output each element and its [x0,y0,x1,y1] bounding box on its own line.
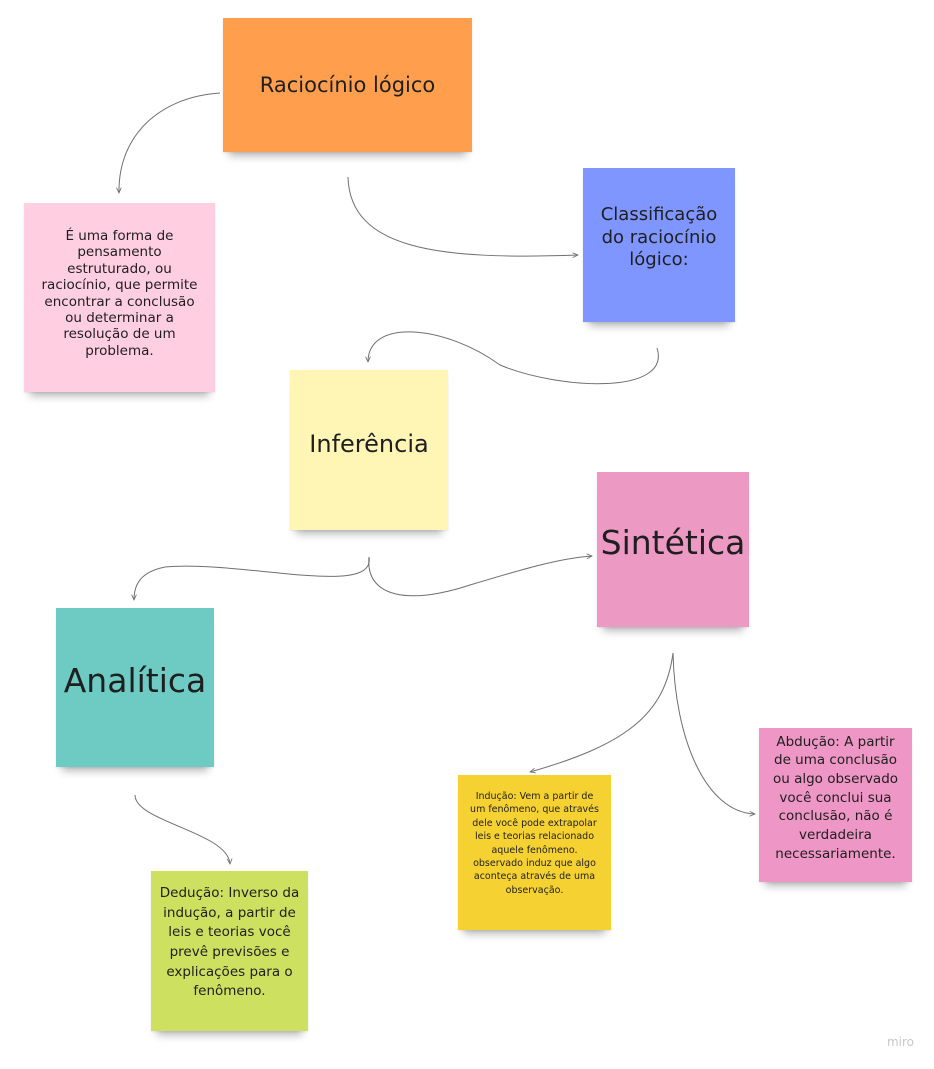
connector-raciocinio-to-classificacao [347,176,578,256]
connector-inferencia-to-sintetica [368,556,592,597]
note-text: Dedução: Inverso da indução, a partir de… [159,885,300,1000]
connector-inferencia-to-analitica [134,556,370,600]
miro-watermark: miro [886,1035,914,1049]
connector-sintetica-to-abducao [672,652,755,814]
connector-analitica-to-deducao [134,794,230,864]
note-text: Classificação do raciocínio lógico: [600,204,718,271]
sticky-note-sintetica[interactable]: Sintética [597,472,749,627]
connector-raciocinio-to-definicao [119,92,221,193]
note-text: Raciocínio lógico [259,73,436,97]
sticky-note-inferencia[interactable]: Inferência [290,370,448,530]
sticky-note-definicao[interactable]: É uma forma de pensamento estruturado, o… [24,203,215,392]
sticky-note-inducao[interactable]: Indução: Vem a partir de um fenômeno, qu… [458,775,611,930]
note-text: Indução: Vem a partir de um fenômeno, qu… [470,790,599,896]
note-text: Analítica [63,661,207,700]
connector-sintetica-to-inducao [530,652,674,772]
note-text: É uma forma de pensamento estruturado, o… [41,227,198,359]
sticky-note-analitica[interactable]: Analítica [56,608,214,767]
sticky-note-classificacao[interactable]: Classificação do raciocínio lógico: [583,168,735,322]
sticky-note-deducao[interactable]: Dedução: Inverso da indução, a partir de… [151,871,308,1031]
note-text: Inferência [309,430,429,458]
sticky-note-abducao[interactable]: Abdução: A partir de uma conclusão ou al… [759,728,912,882]
sticky-note-raciocinio-logico[interactable]: Raciocínio lógico [223,18,472,152]
note-text: Sintética [600,523,746,562]
note-text: Abdução: A partir de uma conclusão ou al… [772,733,899,862]
